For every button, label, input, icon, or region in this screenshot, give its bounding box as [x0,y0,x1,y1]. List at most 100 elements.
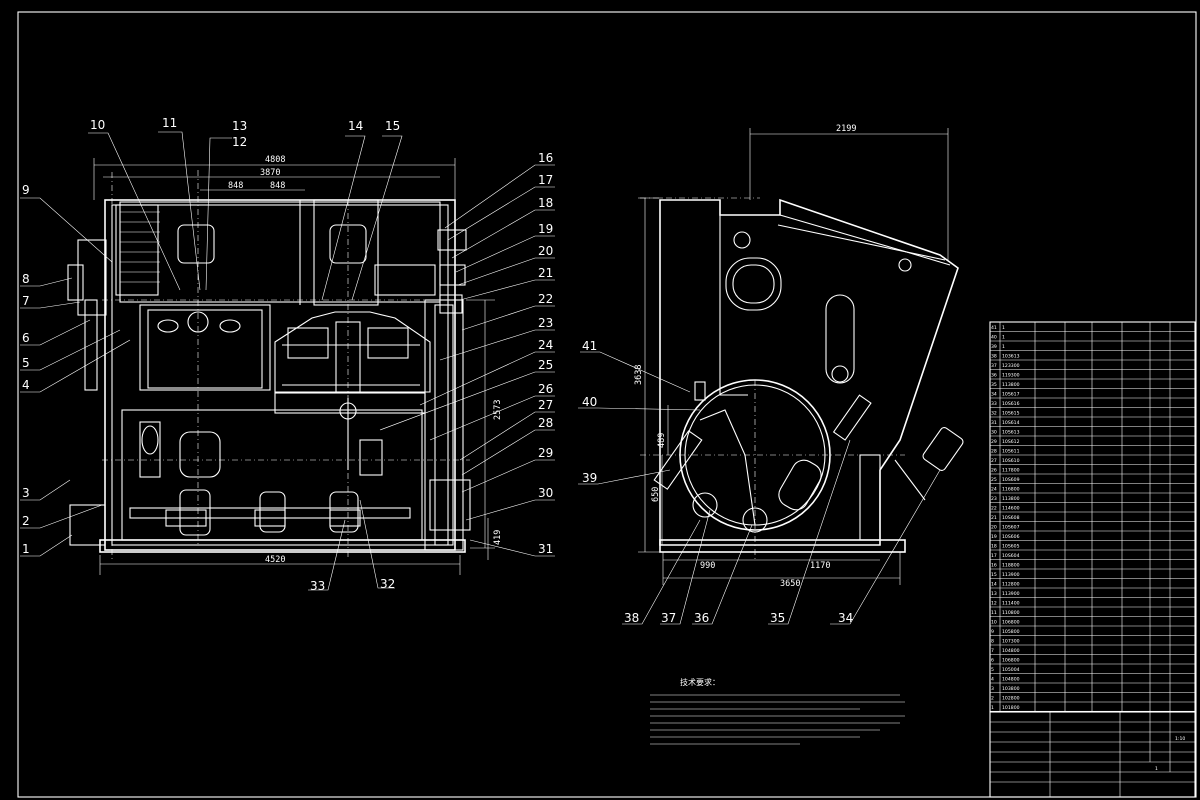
title-block: 1:10 1 [989,711,1196,798]
bom-row-no: 28 [991,449,997,455]
callout-36: 36 [694,611,709,625]
callout-14: 14 [348,119,363,133]
callout-17: 17 [538,173,553,187]
bom-row-code: 113900 [1002,591,1020,597]
callout-21: 21 [538,266,553,280]
bom-row-code: 102800 [1002,696,1020,702]
callout-40: 40 [582,395,597,409]
bom-row-code: 103613 [1002,354,1020,360]
callout-7: 7 [22,294,30,308]
bom-row-code: 10S610 [1002,458,1020,464]
bom-row-no: 5 [991,667,994,673]
dim-top-width: 2199 [836,124,856,134]
bom-row-no: 38 [991,354,997,360]
dim-base-mid: 1170 [810,561,830,571]
callout-31: 31 [538,542,553,556]
bom-row-code: 1 [1002,325,1005,331]
title-scale: 1:10 [1175,736,1185,742]
bom-row-no: 37 [991,363,997,369]
callout-11: 11 [162,116,177,130]
bom-frame [989,321,1196,713]
bom-row-no: 9 [991,629,994,635]
bom-row-no: 6 [991,658,994,664]
bom-row-code: 116800 [1002,487,1020,493]
bom-row-code: 113800 [1002,382,1020,388]
bom-row-no: 32 [991,411,997,417]
callout-27: 27 [538,398,553,412]
bom-row-code: 10S606 [1002,534,1020,540]
bom-row-no: 34 [991,392,997,398]
right-view-leaders [578,351,941,625]
bom-row-code: 10S608 [1002,515,1020,521]
bom-row-code: 104800 [1002,677,1020,683]
bom-row-no: 16 [991,563,997,569]
callout-28: 28 [538,416,553,430]
callout-2: 2 [22,514,30,528]
bom-row-no: 7 [991,648,994,654]
bom-row-code: 112800 [1002,582,1020,588]
callout-3: 3 [22,486,30,500]
callout-41: 41 [582,339,597,353]
bom-row-no: 29 [991,439,997,445]
bom-row-code: 10S615 [1002,411,1020,417]
bom-row-code: 110800 [1002,610,1020,616]
bom-row-code: 10S604 [1002,553,1020,559]
bom-row-no: 25 [991,477,997,483]
callout-18: 18 [538,196,553,210]
bom-row-no: 14 [991,582,997,588]
bom-row-no: 23 [991,496,997,502]
drawing-frame [17,11,1197,798]
right-view [638,128,964,585]
callout-29: 29 [538,446,553,460]
bom-row-no: 36 [991,373,997,379]
technical-notes: 技术要求： [650,677,905,745]
callout-24: 24 [538,338,553,352]
bom-row-no: 19 [991,534,997,540]
bom-row-no: 15 [991,572,997,578]
bom-row-no: 17 [991,553,997,559]
bom-row-code: 105004 [1002,667,1020,673]
bom-row-no: 41 [991,325,997,331]
bom-row-code: 10S611 [1002,449,1020,455]
bom-row-code: 106800 [1002,658,1020,664]
callout-10: 10 [90,118,105,132]
callout-25: 25 [538,358,553,372]
left-view-leaders [20,131,555,591]
tech-notes-heading: 技术要求： [680,677,720,687]
left-view [67,158,495,575]
bom-row-code: 10S616 [1002,401,1020,407]
dim-height-right: 2573 [493,400,503,420]
bom-row-code: 119300 [1002,373,1020,379]
bom-row-code: 10S609 [1002,477,1020,483]
bom-row-code: 113900 [1002,572,1020,578]
bom-row-no: 40 [991,335,997,341]
bom-row-code: 104800 [1002,648,1020,654]
bom-row-no: 31 [991,420,997,426]
bom-row-code: 118800 [1002,563,1020,569]
bom-row-no: 8 [991,639,994,645]
dim-overall-width: 4808 [265,155,285,165]
callout-22: 22 [538,292,553,306]
dim-base-left: 990 [700,561,715,571]
callout-39: 39 [582,471,597,485]
dim-offset-bottom: 419 [493,530,503,545]
bom-row-code: 1 [1002,344,1005,350]
bom-row-code: 10S614 [1002,420,1020,426]
bom-row-no: 27 [991,458,997,464]
callout-9: 9 [22,183,30,197]
bom-row-no: 3 [991,686,994,692]
dim-base-total: 3650 [780,579,800,589]
dim-inner-width: 3870 [260,168,280,178]
bom-row-code: 10S605 [1002,544,1020,550]
bom-row-no: 26 [991,468,997,474]
callout-32: 32 [380,577,395,591]
dim-h-lower: 650 [651,487,661,502]
callout-6: 6 [22,331,30,345]
bom-row-no: 24 [991,487,997,493]
bom-row-no: 33 [991,401,997,407]
bom-row-code: 114600 [1002,506,1020,512]
callout-30: 30 [538,486,553,500]
bom-row-code: 103800 [1002,686,1020,692]
